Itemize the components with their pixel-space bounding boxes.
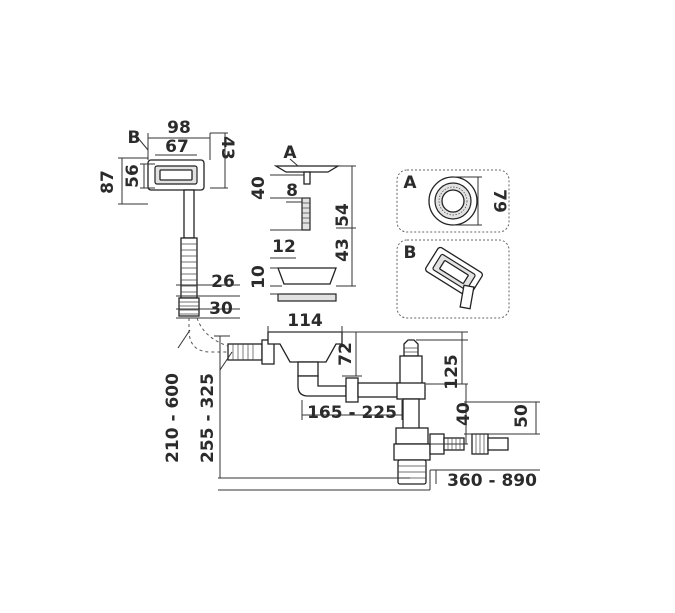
dim-strainer-10: 10 [249, 265, 269, 289]
callout-b: B [128, 128, 141, 148]
callout-a: A [283, 143, 297, 163]
detail-b-label: B [404, 243, 417, 263]
dim-outlet-range: 360 - 890 [447, 471, 537, 491]
dim-hose-connector: 30 [209, 299, 233, 319]
plug-dimensions [270, 158, 356, 295]
detail-a-box [396, 169, 510, 233]
overflow-hose [180, 237, 198, 299]
dim-offset-range: 165 - 225 [307, 403, 397, 423]
dim-height-range: 255 - 325 [198, 373, 218, 463]
dim-plug-40: 40 [249, 176, 269, 200]
main-dimensions [177, 326, 540, 491]
dim-plug-8: 8 [286, 181, 298, 201]
dim-overflow-outer-height: 87 [98, 170, 118, 194]
dim-plug-54: 54 [333, 203, 353, 227]
siphon-assembly [227, 331, 509, 485]
detail-a-label: A [403, 173, 417, 193]
dim-strainer-72: 72 [336, 342, 356, 366]
dim-standpipe-125: 125 [442, 354, 462, 390]
dim-hose-outer: 26 [211, 272, 235, 292]
dim-overflow-inner-width: 67 [165, 137, 189, 157]
dim-plug-43: 43 [333, 238, 353, 262]
dim-outlet-50: 50 [512, 404, 532, 428]
dim-plug-12: 12 [272, 237, 296, 257]
overflow-dimensions [118, 132, 240, 319]
dim-detail-a-79: 79 [489, 189, 509, 213]
dim-hose-length-range: 210 - 600 [163, 373, 183, 463]
detail-b-box [396, 239, 510, 319]
dim-strainer-114: 114 [287, 311, 323, 331]
dim-overflow-depth: 43 [217, 136, 237, 160]
hose-route-arc [196, 317, 229, 347]
dim-overflow-inner-height: 56 [123, 164, 143, 188]
dim-outlet-40: 40 [454, 402, 474, 426]
hose-route [188, 318, 228, 353]
overflow-unit [147, 159, 205, 317]
dim-overflow-width: 98 [167, 118, 191, 138]
plug-parts [273, 165, 341, 302]
